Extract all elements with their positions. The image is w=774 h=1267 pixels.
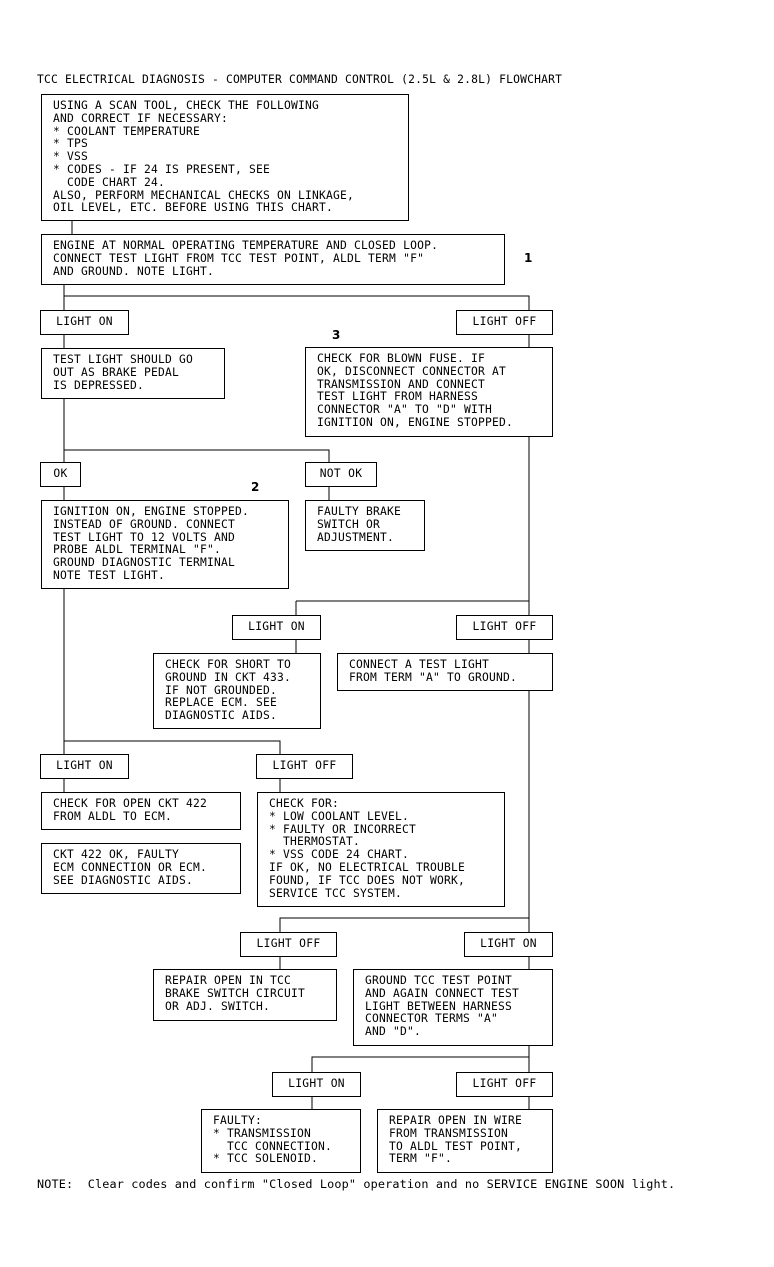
step-number-2: 2	[251, 480, 260, 494]
page-title: TCC ELECTRICAL DIAGNOSIS - COMPUTER COMM…	[37, 73, 563, 86]
test-light-go-out-box: TEST LIGHT SHOULD GO OUT AS BRAKE PEDAL …	[41, 348, 225, 399]
light-off-label: LIGHT OFF	[456, 310, 553, 335]
check-blown-fuse-box: CHECK FOR BLOWN FUSE. IF OK, DISCONNECT …	[305, 347, 553, 437]
faulty-brake-switch-box: FAULTY BRAKE SWITCH OR ADJUSTMENT.	[305, 500, 425, 551]
faulty-transmission-box: FAULTY: * TRANSMISSION TCC CONNECTION. *…	[201, 1109, 361, 1173]
ckt-422-ok-box: CKT 422 OK, FAULTY ECM CONNECTION OR ECM…	[41, 843, 241, 894]
check-open-ckt-422-box: CHECK FOR OPEN CKT 422 FROM ALDL TO ECM.	[41, 792, 241, 830]
step-number-3: 3	[332, 328, 341, 342]
check-short-ckt-433-box: CHECK FOR SHORT TO GROUND IN CKT 433. IF…	[153, 653, 321, 729]
not-ok-label: NOT OK	[305, 462, 377, 487]
scan-tool-check-box: USING A SCAN TOOL, CHECK THE FOLLOWING A…	[41, 94, 409, 221]
light-off-label: LIGHT OFF	[456, 615, 553, 640]
repair-open-wire-box: REPAIR OPEN IN WIRE FROM TRANSMISSION TO…	[377, 1109, 553, 1173]
light-off-label: LIGHT OFF	[240, 932, 337, 957]
ok-label: OK	[40, 462, 81, 487]
check-for-coolant-box: CHECK FOR: * LOW COOLANT LEVEL. * FAULTY…	[257, 792, 505, 907]
light-off-label: LIGHT OFF	[256, 754, 353, 779]
repair-open-brake-switch-box: REPAIR OPEN IN TCC BRAKE SWITCH CIRCUIT …	[153, 969, 337, 1021]
ignition-on-box: IGNITION ON, ENGINE STOPPED. INSTEAD OF …	[41, 500, 289, 589]
step-number-1: 1	[524, 251, 533, 265]
engine-normal-temp-box: ENGINE AT NORMAL OPERATING TEMPERATURE A…	[41, 234, 505, 285]
light-on-label: LIGHT ON	[232, 615, 321, 640]
light-on-label: LIGHT ON	[40, 310, 129, 335]
light-on-label: LIGHT ON	[40, 754, 129, 779]
ground-tcc-test-point-box: GROUND TCC TEST POINT AND AGAIN CONNECT …	[353, 969, 553, 1046]
light-off-label: LIGHT OFF	[456, 1072, 553, 1097]
light-on-label: LIGHT ON	[272, 1072, 361, 1097]
light-on-label: LIGHT ON	[464, 932, 553, 957]
connect-test-light-box: CONNECT A TEST LIGHT FROM TERM "A" TO GR…	[337, 653, 553, 691]
footer-note: NOTE: Clear codes and confirm "Closed Lo…	[37, 1177, 676, 1191]
